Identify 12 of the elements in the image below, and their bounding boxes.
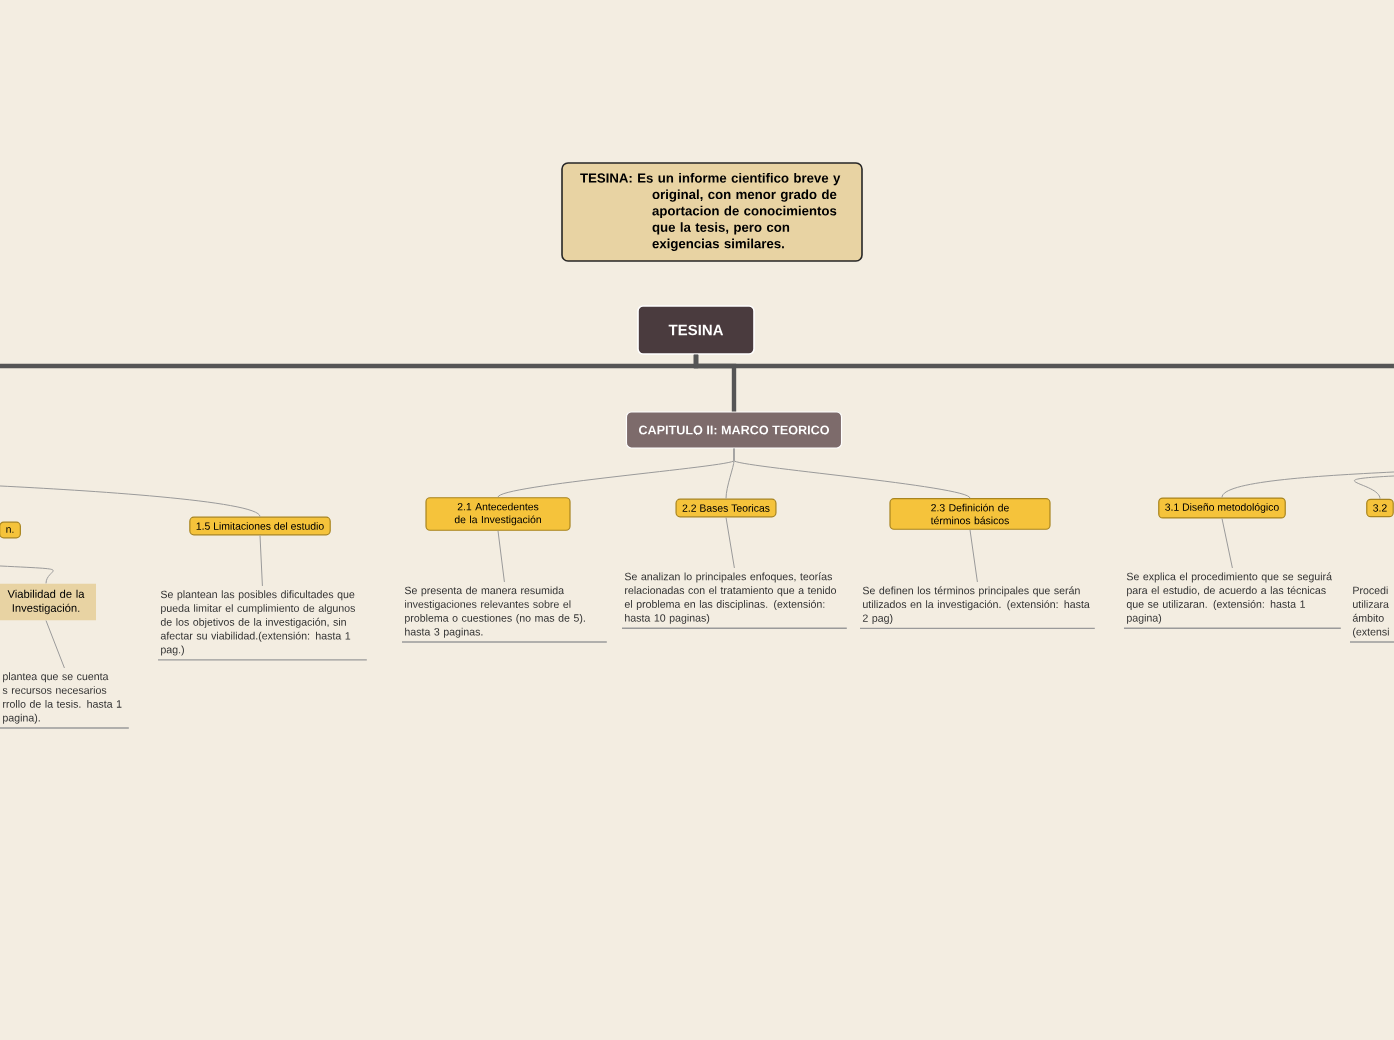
connector-line — [1221, 471, 1394, 498]
connector-line — [725, 516, 735, 569]
connector-line — [497, 530, 505, 583]
connector-line — [259, 534, 263, 587]
connector-line — [693, 354, 737, 412]
connector-line — [0, 485, 261, 518]
connector-line — [969, 529, 978, 583]
connector-line — [733, 448, 971, 499]
connector-line — [0, 565, 54, 584]
connector-line — [1354, 475, 1394, 500]
connector-line — [45, 620, 65, 669]
connector-line — [1221, 518, 1233, 569]
